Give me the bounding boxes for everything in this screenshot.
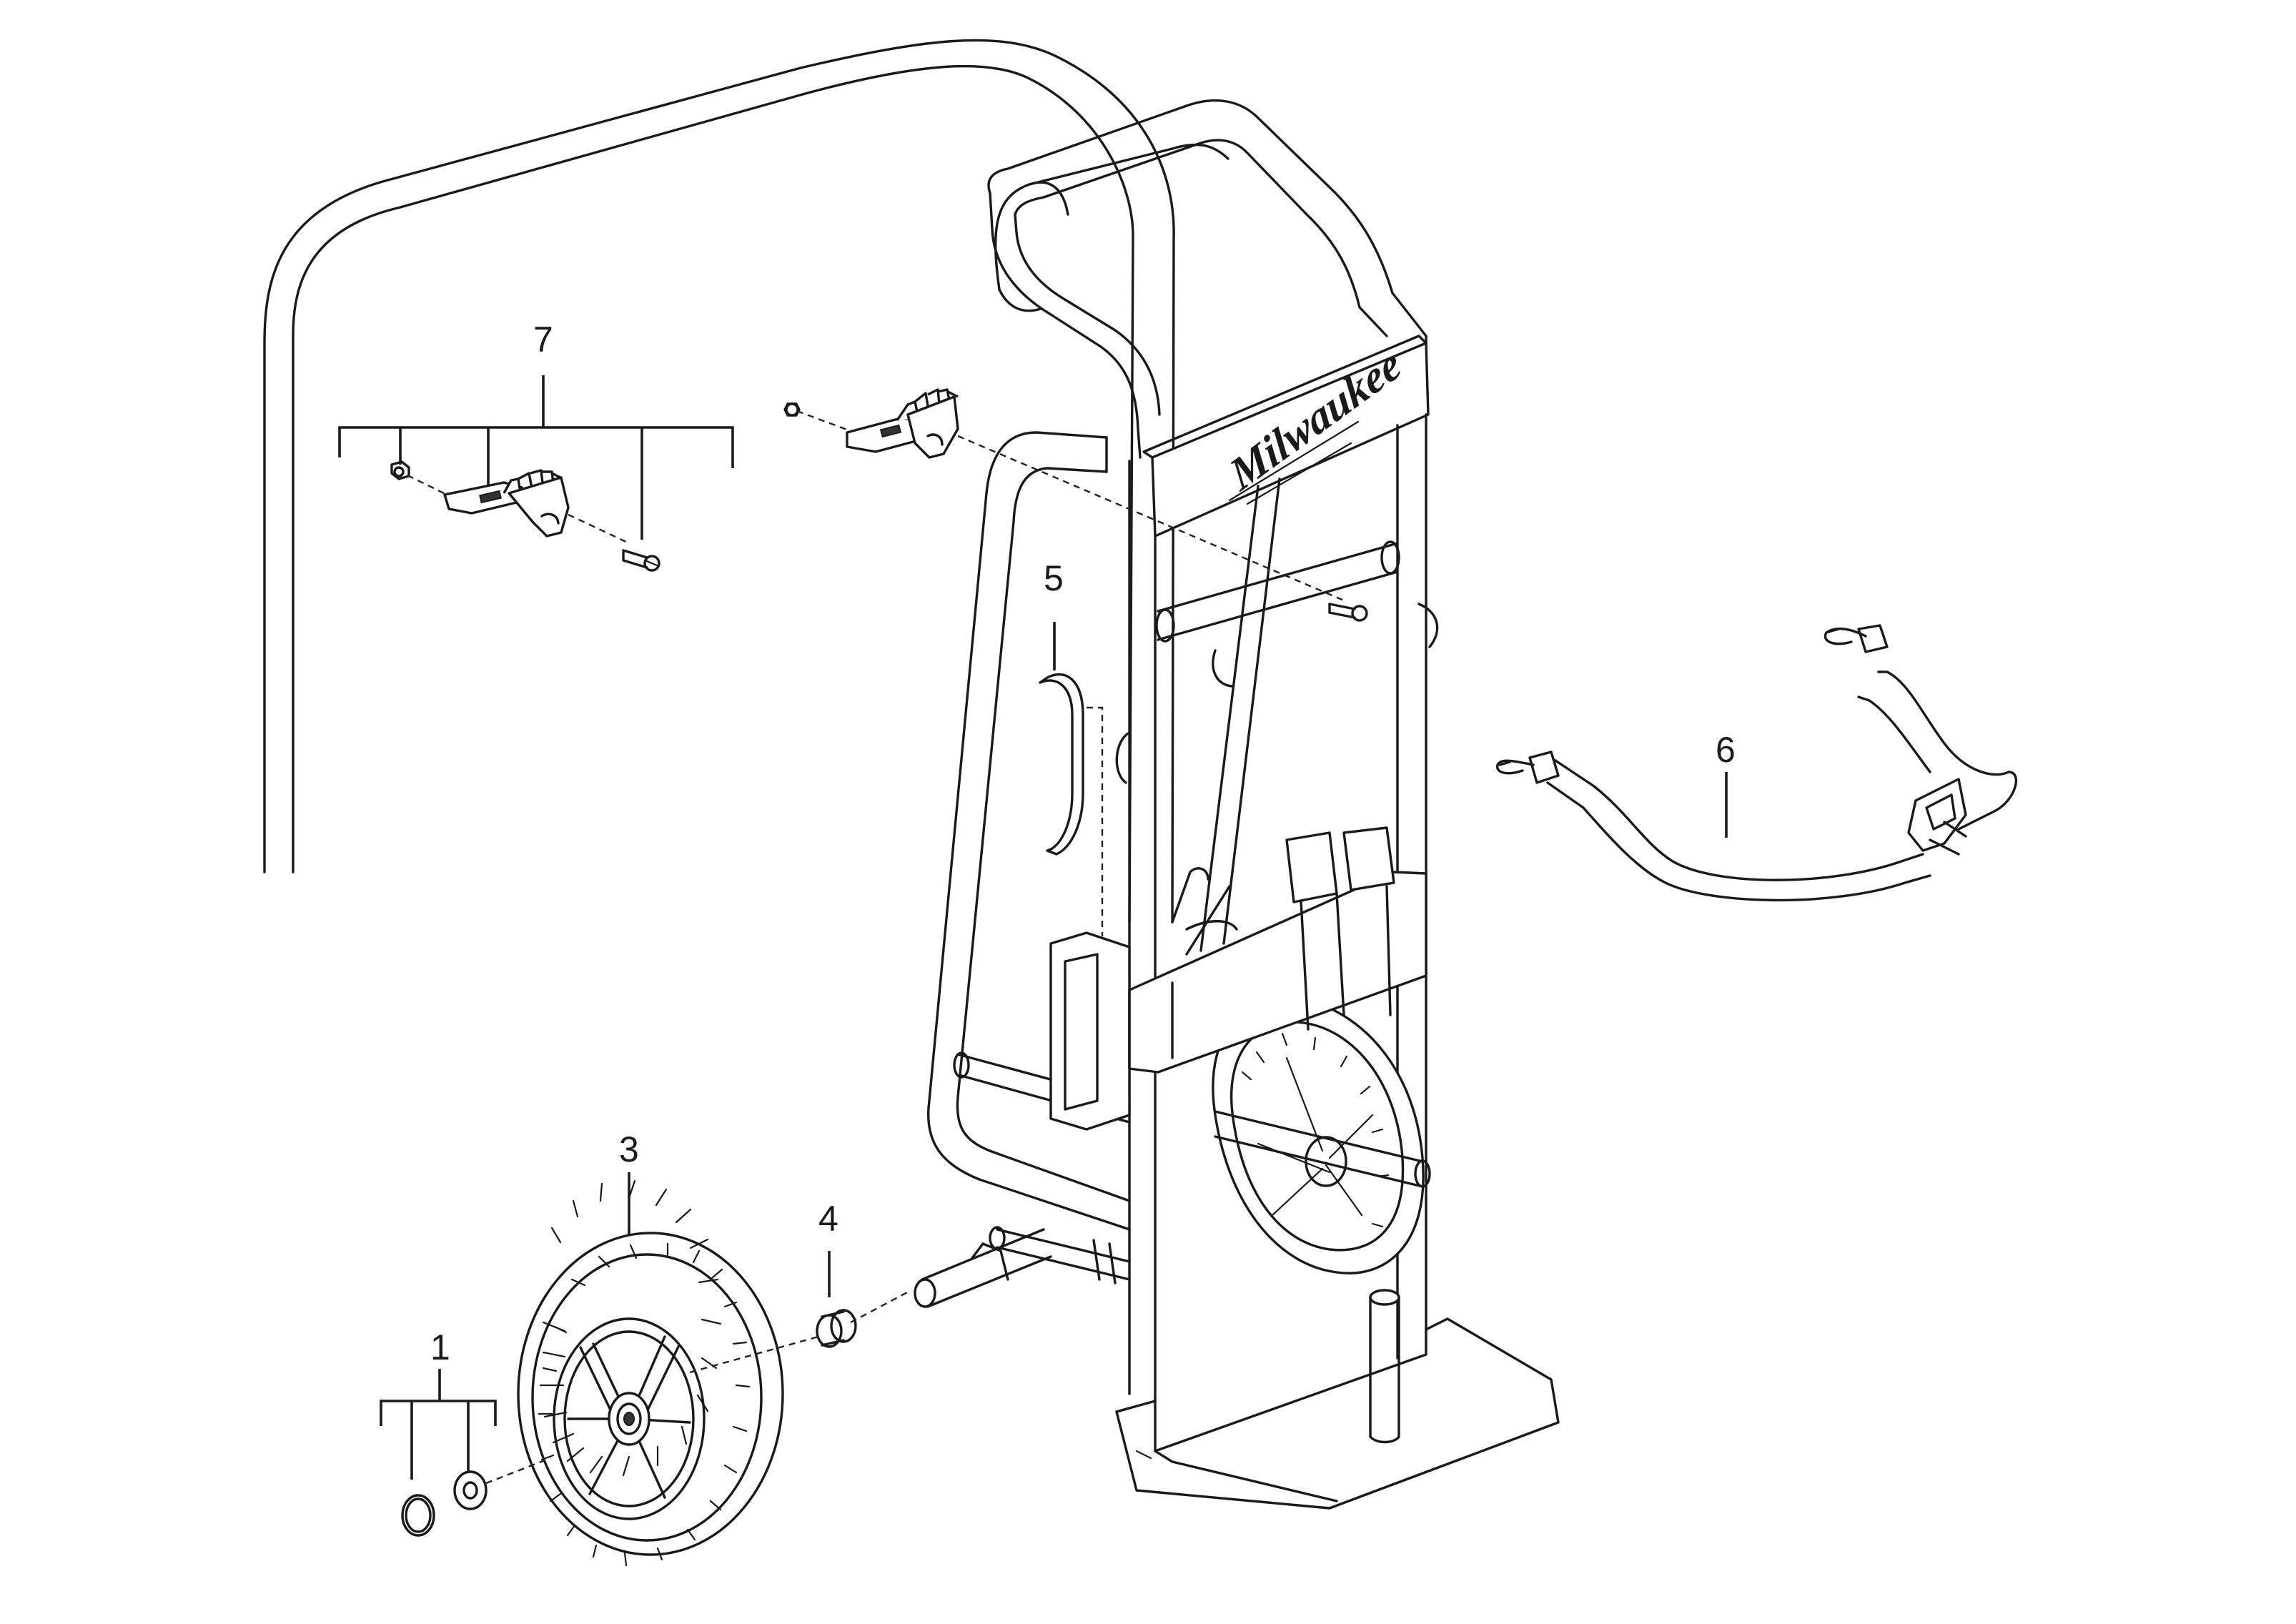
latch-kit-exploded (338, 375, 734, 572)
bushing-part (689, 1289, 912, 1374)
callout-6: 6 (1716, 730, 1736, 770)
hand-truck-frame (263, 39, 1175, 924)
hook-part (1039, 673, 1104, 936)
callout-leaders (628, 622, 1728, 1297)
callout-5: 5 (1044, 558, 1064, 598)
callout-7: 7 (533, 320, 553, 360)
latch-installed (783, 388, 1368, 622)
ring-washer-part (380, 1369, 551, 1537)
callout-1: 1 (430, 1327, 450, 1367)
callout-3: 3 (619, 1129, 639, 1169)
frame-main: Milwaukee (914, 99, 1560, 1510)
wheel-part (517, 1179, 784, 1567)
callout-4: 4 (818, 1199, 838, 1239)
callout-numbers: 1 3 4 5 6 7 (430, 320, 1736, 1367)
strap-part (1496, 624, 2017, 902)
